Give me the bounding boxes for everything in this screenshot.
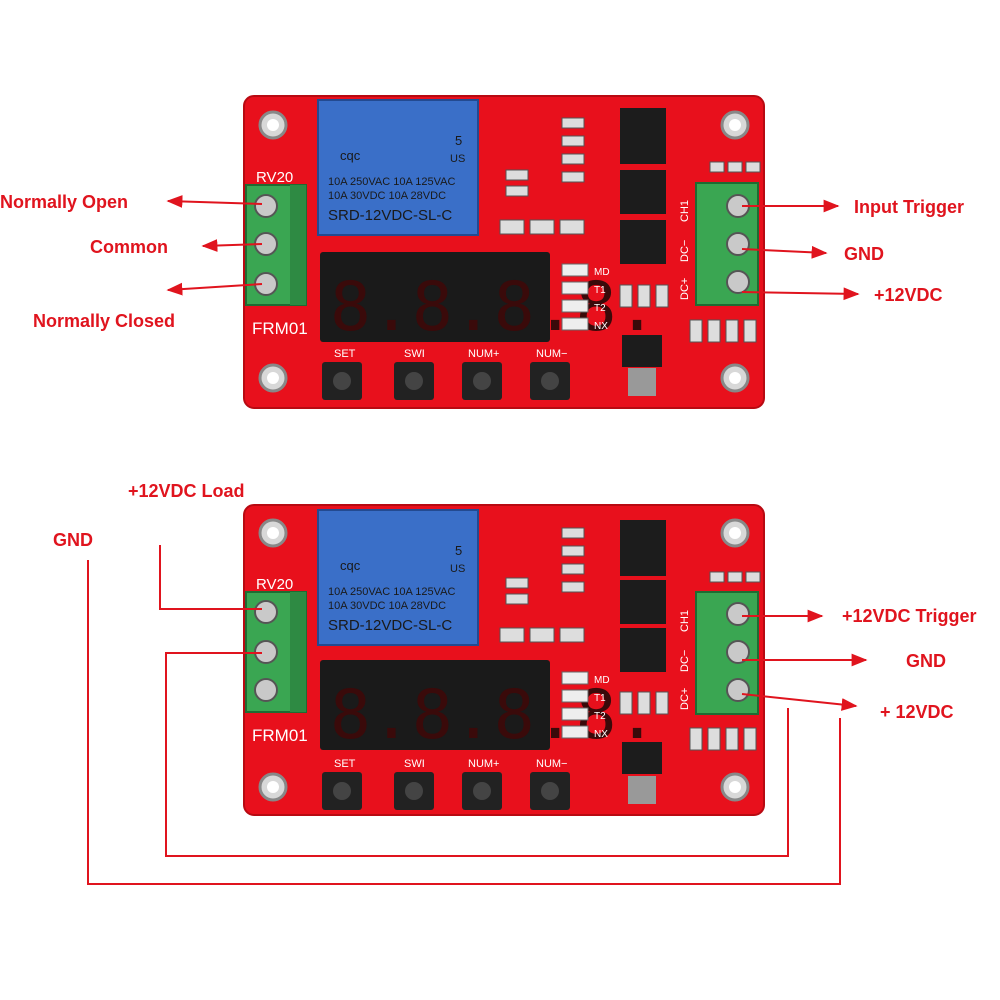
relay-rating-1: 10A 250VAC 10A 125VAC <box>328 586 455 598</box>
label-12vdc-bottom: + 12VDC <box>880 702 954 722</box>
ic-chips <box>620 108 666 396</box>
button-label-numminus: NUM− <box>536 758 567 770</box>
display-digits: 8.8.8.8. <box>330 268 658 347</box>
label-12vdc-top: +12VDC <box>874 285 943 305</box>
seven-segment-display: 8.8.8.8. <box>320 660 658 755</box>
label-normally-open: Normally Open <box>0 192 128 212</box>
buttons: SET SWI NUM+ NUM− <box>322 348 570 400</box>
label-12vdc-load: +12VDC Load <box>128 481 245 501</box>
terminal-block-right <box>695 591 759 715</box>
led-label: MD <box>594 675 610 686</box>
relay-ul-num: 5 <box>455 133 462 148</box>
led-label: T1 <box>594 285 606 296</box>
display-digits: 8.8.8.8. <box>330 676 658 755</box>
terminal-label-dcminus: DC− <box>679 240 691 262</box>
relay-ul-us: US <box>450 563 465 575</box>
relay-brand: cqc <box>340 148 361 163</box>
status-leds: MD T1 T2 NX <box>561 263 610 332</box>
terminal-label-dcplus: DC+ <box>679 688 691 710</box>
led-label: T1 <box>594 693 606 704</box>
relay-model: SRD-12VDC-SL-C <box>328 207 452 224</box>
terminal-label-dcplus: DC+ <box>679 278 691 300</box>
button-label-numminus: NUM− <box>536 348 567 360</box>
label-normally-closed: Normally Closed <box>33 311 175 331</box>
led-label: NX <box>594 321 608 332</box>
label-common: Common <box>90 237 168 257</box>
board-bottom: cqc 5 US 10A 250VAC 10A 125VAC 10A 30VDC… <box>243 504 765 816</box>
ic-chips <box>620 520 666 804</box>
mounting-holes <box>258 110 750 393</box>
smd-components <box>499 527 761 751</box>
led-label: NX <box>594 729 608 740</box>
label-gnd-right: GND <box>906 651 946 671</box>
wire-load-to-no <box>159 545 262 610</box>
buttons: SET SWI NUM+ NUM− <box>322 758 570 810</box>
button-label-swi: SWI <box>404 348 425 360</box>
led-label: T2 <box>594 711 606 722</box>
terminal-label-dcminus: DC− <box>679 650 691 672</box>
mounting-holes <box>258 518 750 802</box>
board-top: cqc 5 US 10A 250VAC 10A 125VAC 10A 30VDC… <box>243 95 765 409</box>
terminal-label-ch1: CH1 <box>679 610 691 632</box>
led-label: MD <box>594 267 610 278</box>
relay-brand: cqc <box>340 558 361 573</box>
led-label: T2 <box>594 303 606 314</box>
button-label-swi: SWI <box>404 758 425 770</box>
status-leds: MD T1 T2 NX <box>561 671 610 740</box>
model-label: FRM01 <box>252 726 308 745</box>
relay-ul-us: US <box>450 153 465 165</box>
relay: cqc 5 US 10A 250VAC 10A 125VAC 10A 30VDC… <box>317 99 479 236</box>
pot-label: RV20 <box>256 169 293 186</box>
terminal-block-right <box>695 182 759 306</box>
label-gnd-top: GND <box>844 244 884 264</box>
relay-ul-num: 5 <box>455 543 462 558</box>
model-label: FRM01 <box>252 319 308 338</box>
seven-segment-display: 8.8.8.8. <box>320 252 658 347</box>
label-12vdc-trigger: +12VDC Trigger <box>842 606 977 626</box>
top-arrows <box>166 195 860 301</box>
button-label-set: SET <box>334 348 356 360</box>
button-label-set: SET <box>334 758 356 770</box>
relay-model: SRD-12VDC-SL-C <box>328 617 452 634</box>
relay-rating-2: 10A 30VDC 10A 28VDC <box>328 600 446 612</box>
relay-rating-2: 10A 30VDC 10A 28VDC <box>328 190 446 202</box>
bottom-wires <box>87 545 868 885</box>
label-gnd-left: GND <box>53 530 93 550</box>
button-label-numplus: NUM+ <box>468 348 499 360</box>
smd-components <box>499 117 761 343</box>
pot-label: RV20 <box>256 576 293 593</box>
button-label-numplus: NUM+ <box>468 758 499 770</box>
terminal-label-ch1: CH1 <box>679 200 691 222</box>
relay: cqc 5 US 10A 250VAC 10A 125VAC 10A 30VDC… <box>317 509 479 646</box>
label-input-trigger: Input Trigger <box>854 197 964 217</box>
relay-rating-1: 10A 250VAC 10A 125VAC <box>328 176 455 188</box>
